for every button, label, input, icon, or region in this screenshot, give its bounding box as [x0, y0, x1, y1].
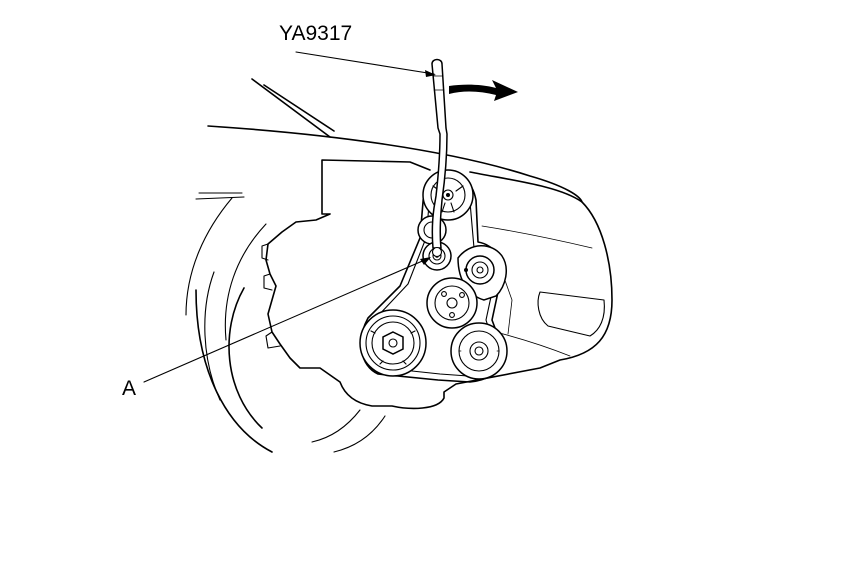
- crankshaft-pulley: [359, 309, 427, 377]
- alternator-pulley: [450, 322, 508, 380]
- vehicle-body-outline: [195, 78, 583, 203]
- tool-callout-leader: [295, 51, 436, 77]
- tensioner-tool: [431, 58, 448, 258]
- idler-pulley-upper: [422, 169, 474, 221]
- point-a-callout-leader: [143, 257, 431, 383]
- curved-arrow-right-icon: [449, 80, 518, 101]
- water-pump-pulley: [426, 277, 478, 329]
- engine-block: [261, 159, 613, 410]
- point-a-label: A: [122, 377, 136, 400]
- tool-number-label: YA9317: [279, 22, 352, 45]
- wheel-arcs: [185, 197, 386, 453]
